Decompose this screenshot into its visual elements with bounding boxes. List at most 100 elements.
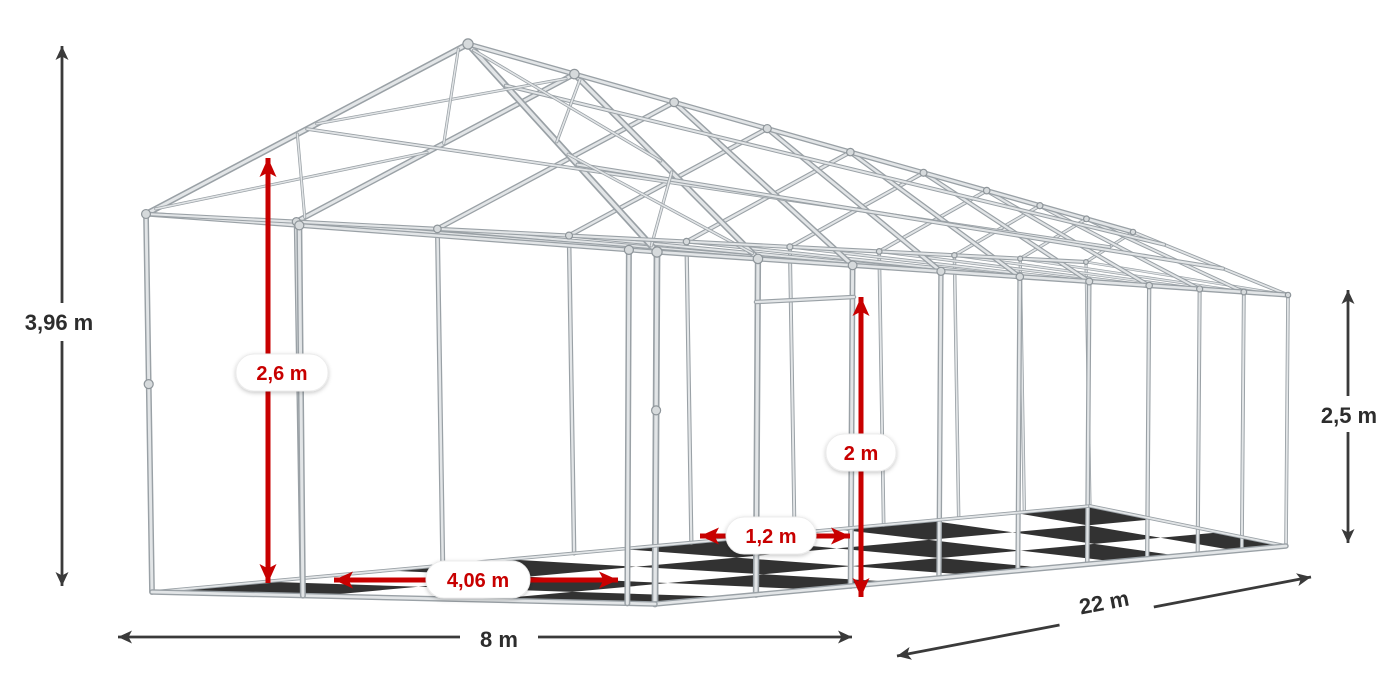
frame-connector [569,68,580,80]
frame-tube-highlight [296,133,306,219]
frame-tube-highlight [1146,284,1151,560]
dimension-label-width: 8 m [480,627,518,652]
frame-tube-highlight [572,72,760,261]
dimension-label-side-entrance-height: 2 m [844,443,878,465]
frame-tube-highlight [1086,280,1091,566]
frame-connector [847,260,858,271]
frame-connector [462,38,474,50]
frame-connector [1240,288,1248,296]
frame-connector [982,186,991,195]
dimension-side-entrance-width: 1,2 m [700,516,850,555]
dimension-side-entrance-height: 2 m [825,297,897,597]
frame-tube-highlight [442,48,460,145]
frame-tube-highlight [1285,294,1289,547]
frame-tube-highlight [567,153,754,255]
frame-tube-highlight [144,212,154,594]
steel-frame-layer [140,38,1292,608]
frame-tube-highlight [1016,275,1022,572]
frame-tube-highlight [765,127,943,273]
dimension-label-pill [725,516,817,555]
frame-tube-highlight [151,505,1091,593]
frame-connector [651,246,663,258]
frame-tube-highlight [625,248,631,605]
frame-tube-highlight [788,245,796,535]
frame-tube-highlight [653,250,659,606]
frame-connector [786,243,794,251]
frame-connector [1083,259,1089,265]
frame-connector [1036,202,1044,210]
frame-tube-highlight [1089,505,1287,547]
frame-tube-highlight [315,77,567,125]
frame-connector [919,168,928,177]
dimension-length: 22 m [896,573,1312,660]
dimension-label-group: 22 m [1053,574,1155,630]
frame-connector [1015,272,1025,282]
frame-tube-highlight [937,270,943,580]
frame-connector [433,224,442,234]
frame-tube-highlight [466,42,659,254]
frame-tube-highlight [922,171,1091,283]
dimension-label-total-height: 3,96 m [25,310,94,335]
frame-connector [143,379,154,390]
frame-tube-highlight [154,151,428,210]
frame-connector [752,253,764,265]
frame-connector [623,244,634,256]
dimension-label-pill [825,433,897,472]
ground-shadow [635,557,852,575]
frame-connector [650,405,662,416]
ground-shadow [1160,532,1286,551]
frame-tube-highlight [436,227,445,567]
dimension-label-side-entrance-width: 1,2 m [745,526,796,548]
dimension-label-pill [425,560,531,599]
dimension-total-height: 3,96 m [8,46,110,586]
frame-tube-highlight [150,590,657,606]
dimension-label-eave-height: 2,5 m [1321,403,1377,428]
frame-connector [1196,285,1204,293]
frame-connector [1085,277,1094,286]
frame-connector [1017,255,1024,262]
frame-tube-highlight [878,250,885,526]
dimension-label-gable-entrance-width: 4,06 m [447,570,509,592]
dimension-label-bg [460,620,538,656]
dimension-label-pill [235,353,329,392]
dimension-width: 8 m [118,620,852,656]
frame-tube-highlight [472,49,662,162]
dimension-gable-entrance-width: 4,06 m [334,560,618,599]
dimension-label-bg [8,303,110,341]
frame-connector [564,231,574,240]
frame-connector [1145,281,1154,290]
frame-tube-highlight [1196,287,1201,556]
dimension-eave-height: 2,5 m [1304,290,1394,543]
frame-tube-highlight [576,163,1224,270]
frame-tube-highlight [297,223,305,598]
frame-tube-highlight [1240,291,1245,552]
dimension-layer: 2,6 m 4,06 m 1,2 m 2 m 3,96 m 8 m [8,46,1394,660]
dimension-label-bg [1304,396,1394,432]
frame-connector [1082,215,1090,223]
frame-tube-highlight [953,254,960,519]
ground-shadow [836,539,1021,559]
frame-connector [951,252,958,259]
frame-connector [682,237,691,246]
frame-connector [1284,291,1292,299]
frame-tube-highlight [556,78,581,143]
frame-connector [875,248,883,255]
frame-connector [936,266,946,276]
dimension-gable-entrance-height: 2,6 m [235,158,329,583]
frame-tube-highlight [849,263,855,588]
frame-connector [762,123,772,134]
dimension-label-gable-entrance-height: 2,6 m [256,363,307,385]
frame-connector [294,220,305,231]
frame-connector [140,208,152,220]
frame-tube-highlight [650,171,673,247]
frame-connector [1129,228,1137,236]
frame-connector [669,97,680,108]
frame-tube-highlight [504,84,1165,246]
frame-tube-highlight [567,234,576,555]
frame-tube-highlight [685,240,693,544]
frame-tube-highlight [754,295,856,304]
frame-tube-highlight [672,100,855,267]
frame-connector [846,147,855,157]
